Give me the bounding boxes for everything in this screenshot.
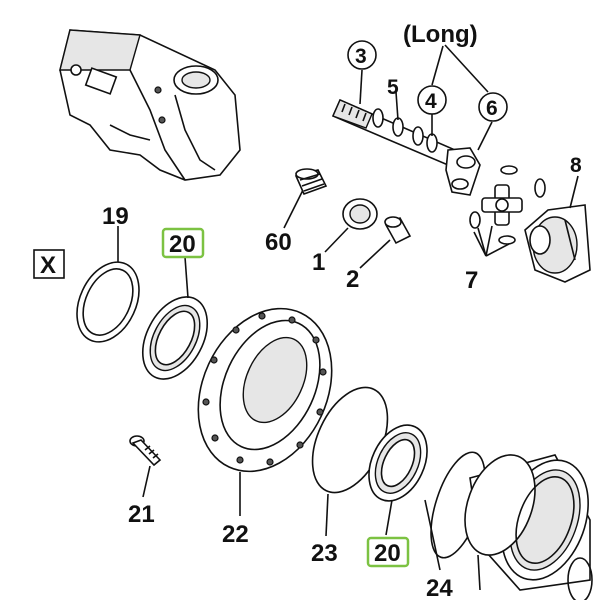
ring-gear-part	[464, 454, 593, 600]
callout-3: 3	[355, 45, 367, 68]
bushing-2-part	[384, 216, 412, 245]
section-label-x: X	[40, 252, 56, 279]
bearing-20-upper-part	[141, 296, 209, 380]
callout-2: 2	[346, 266, 359, 293]
callout-24: 24	[426, 575, 453, 600]
highlight-box-20-upper	[161, 227, 205, 259]
bearing-1-part	[342, 198, 378, 230]
callout-22: 22	[222, 521, 249, 548]
callout-21: 21	[128, 501, 155, 528]
callout-labels: (Long) 3 5 4 6 8 19 20 X 60 1 2 7 21 22 …	[33, 21, 582, 600]
yoke-part	[524, 204, 591, 283]
leader-lines	[117, 44, 579, 591]
wheel-hub-part	[197, 307, 333, 473]
highlight-box-20-lower	[366, 536, 410, 568]
bolt-part	[129, 435, 162, 467]
callout-circle-6	[478, 92, 508, 122]
callout-circle-4	[417, 85, 447, 115]
callout-7: 7	[465, 267, 478, 294]
universal-joint-cross-part	[469, 165, 546, 245]
callout-23: 23	[311, 540, 338, 567]
callout-20-upper: 20	[169, 231, 196, 258]
long-label: (Long)	[403, 21, 478, 48]
needle-bearing-part	[294, 168, 328, 196]
axle-housing-part	[59, 29, 241, 181]
callout-circle-3	[347, 40, 377, 70]
callout-60: 60	[265, 229, 292, 256]
callout-4: 4	[425, 90, 437, 113]
callout-6: 6	[486, 97, 498, 120]
callout-5: 5	[387, 76, 399, 99]
callout-19: 19	[102, 203, 129, 230]
bearing-20-lower-part	[368, 424, 428, 502]
seal-part	[76, 261, 140, 343]
callout-1: 1	[312, 249, 325, 276]
axle-shaft-part	[331, 98, 481, 196]
callout-20-lower: 20	[374, 540, 401, 567]
section-x-box	[33, 249, 65, 279]
callout-8: 8	[570, 154, 582, 177]
